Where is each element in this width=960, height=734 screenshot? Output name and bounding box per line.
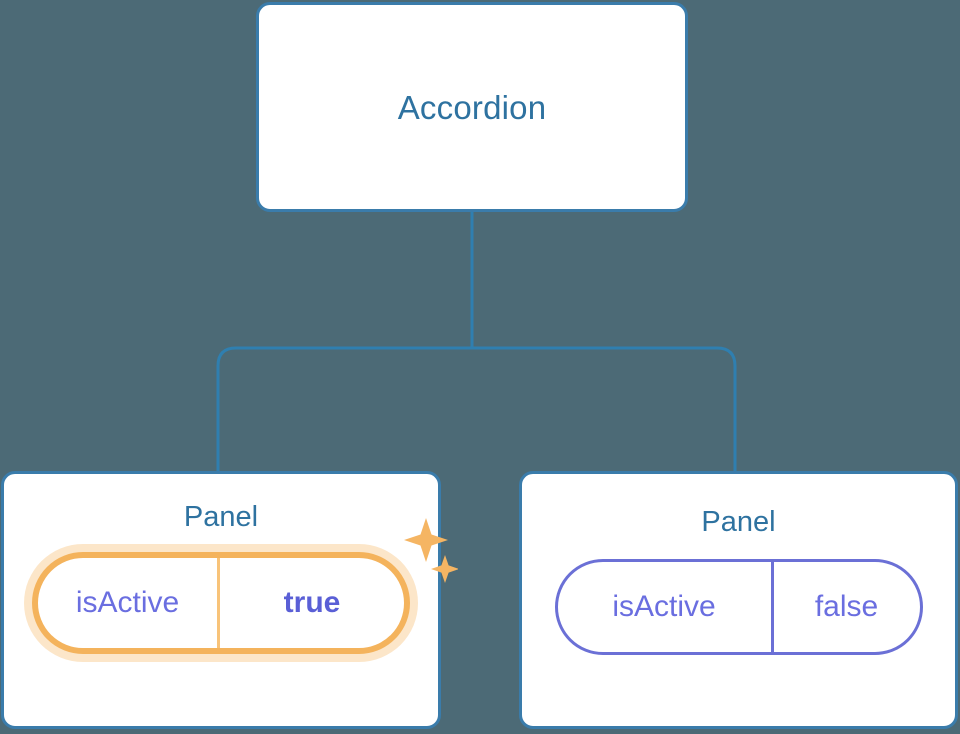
node-accordion[interactable]: Accordion (256, 2, 688, 212)
connector-to-left-panel (216, 346, 472, 472)
prop-value-true: true (283, 586, 341, 619)
connector-to-right-panel (472, 346, 737, 472)
node-accordion-title: Accordion (397, 88, 547, 126)
node-panel-inactive[interactable]: Panel isActive false (519, 471, 958, 729)
node-panel-inactive-title: Panel (701, 506, 776, 538)
prop-pill-is-active-true[interactable]: isActive true (32, 552, 410, 654)
sparkles-icon (404, 518, 458, 583)
node-panel-active[interactable]: Panel isActive true (1, 471, 458, 729)
prop-pill-active-wrapper: isActive true (32, 518, 458, 654)
prop-pill-is-active-false[interactable]: isActive false (554, 559, 923, 655)
prop-key-is-active: isActive (38, 558, 220, 648)
prop-key-is-active: isActive (558, 562, 774, 652)
prop-pill-inactive-wrapper: isActive false (554, 559, 923, 655)
node-panel-active-title: Panel (183, 501, 259, 533)
prop-value-false: false (814, 590, 879, 623)
